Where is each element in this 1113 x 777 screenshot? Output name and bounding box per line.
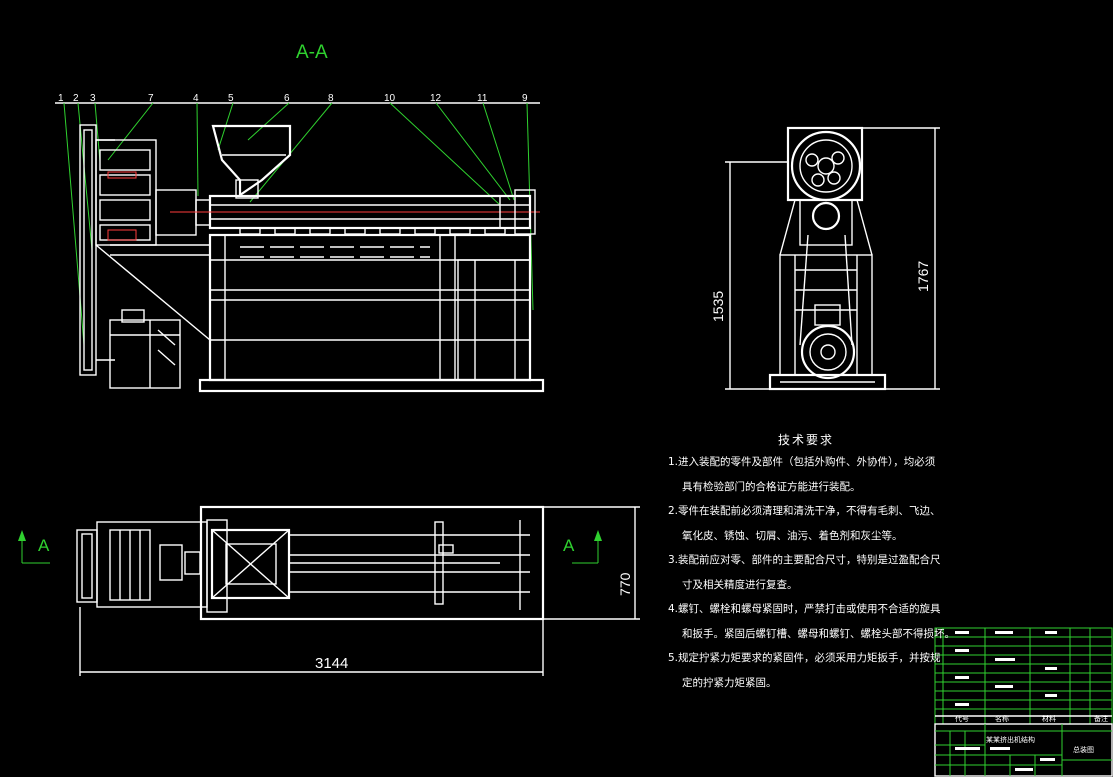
part-number: 3 [90, 93, 96, 104]
dimension-plan-length: 3144 [315, 655, 348, 672]
dimension-side-height-1: 1535 [710, 291, 726, 322]
part-number: 1 [58, 93, 64, 104]
front-section-view [79, 124, 545, 393]
section-arrow-label: A [38, 536, 50, 555]
requirement-line: 4.螺钉、螺栓和螺母紧固时，严禁打击或使用不合适的旋具 [668, 603, 941, 615]
requirement-line: 2.零件在装配前必须清理和清洗干净，不得有毛刺、飞边、 [668, 505, 941, 517]
dimension-plan-width: 770 [617, 572, 633, 596]
section-arrow-label: A [563, 536, 575, 555]
part-number: 11 [477, 93, 488, 104]
requirement-continuation: 氧化皮、锈蚀、切屑、油污、着色剂和灰尘等。 [682, 529, 903, 542]
section-label: A-A [296, 42, 328, 63]
dimension-side-height-2: 1767 [915, 261, 931, 292]
requirement-continuation: 和扳手。紧固后螺钉槽、螺母和螺钉、螺栓头部不得损坏。 [682, 627, 955, 640]
part-number: 6 [284, 93, 290, 104]
part-number: 7 [148, 93, 154, 104]
side-view [725, 126, 940, 391]
parts-list-col-material: 材料 [1042, 714, 1056, 723]
parts-list-col-code: 代号 [955, 714, 969, 723]
part-number: 9 [522, 93, 528, 104]
part-number: 12 [430, 93, 442, 104]
requirement-continuation: 定的拧紧力矩紧固。 [682, 676, 777, 689]
section-arrow-left [18, 530, 50, 564]
part-number-labels: 1 2 3 7 4 5 6 8 10 12 11 9 [58, 93, 528, 104]
requirement-line: 3.装配前应对零、部件的主要配合尺寸，特别是过盈配合尺 [668, 554, 941, 566]
technical-requirements: 技术要求 1.进入装配的零件及部件（包括外购件、外协件），均必须 具有检验部门的… [668, 433, 955, 695]
parts-list-col-remark: 备注 [1094, 714, 1108, 723]
part-number: 10 [384, 93, 396, 104]
part-number: 4 [193, 93, 199, 104]
requirement-continuation: 具有检验部门的合格证方能进行装配。 [682, 480, 861, 493]
requirement-line: 5.规定拧紧力矩要求的紧固件，必须采用力矩扳手，并按规 [668, 652, 941, 664]
plan-view [76, 505, 640, 676]
section-arrow-right [572, 530, 602, 564]
part-number: 5 [228, 93, 234, 104]
title-block-drawing-name: 某某挤出机结构 [986, 735, 1035, 744]
part-number: 8 [328, 93, 334, 104]
title-block-drawing-type: 总装图 [1073, 745, 1094, 754]
title-block [934, 723, 1113, 777]
part-number: 2 [73, 93, 79, 104]
requirement-line: 1.进入装配的零件及部件（包括外购件、外协件），均必须 [668, 456, 936, 468]
parts-list [934, 627, 1113, 725]
requirement-continuation: 寸及相关精度进行复查。 [682, 578, 798, 591]
technical-requirements-title: 技术要求 [778, 433, 835, 447]
parts-list-col-name: 名称 [995, 714, 1009, 723]
